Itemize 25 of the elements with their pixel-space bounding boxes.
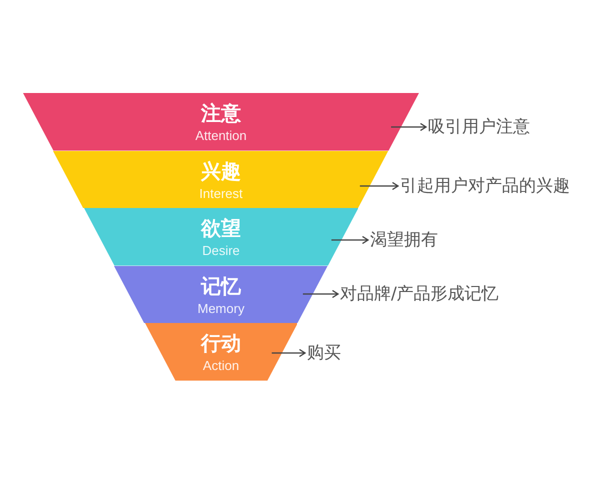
description-text: 引起用户对产品的兴趣	[400, 175, 570, 197]
arrow	[391, 122, 427, 132]
stage-subtitle: Memory	[196, 300, 246, 316]
funnel-band	[144, 323, 298, 381]
description-text: 吸引用户注意	[428, 116, 530, 138]
funnel-band	[84, 208, 358, 266]
stage-title: 记忆	[200, 274, 242, 297]
arrow	[331, 236, 369, 244]
stage-subtitle: Interest	[198, 186, 244, 201]
funnel-band	[23, 93, 419, 151]
funnel-band	[53, 150, 389, 208]
stage-subtitle: Attention	[194, 128, 248, 143]
stage-title: 兴趣	[200, 160, 242, 182]
funnel-band	[114, 266, 328, 324]
arrow	[272, 348, 306, 358]
description-text: 对品牌/产品形成记忆	[340, 283, 499, 305]
stage-title: 注意	[200, 102, 242, 124]
stage-title: 欲望	[200, 217, 242, 240]
description-text: 渴望拥有	[370, 229, 438, 251]
stage-subtitle: Action	[202, 358, 240, 374]
arrow	[302, 290, 339, 298]
description-text: 购买	[307, 342, 341, 364]
stage-subtitle: Desire	[201, 243, 241, 258]
arrow	[360, 182, 399, 190]
stage-title: 行动	[200, 332, 242, 354]
